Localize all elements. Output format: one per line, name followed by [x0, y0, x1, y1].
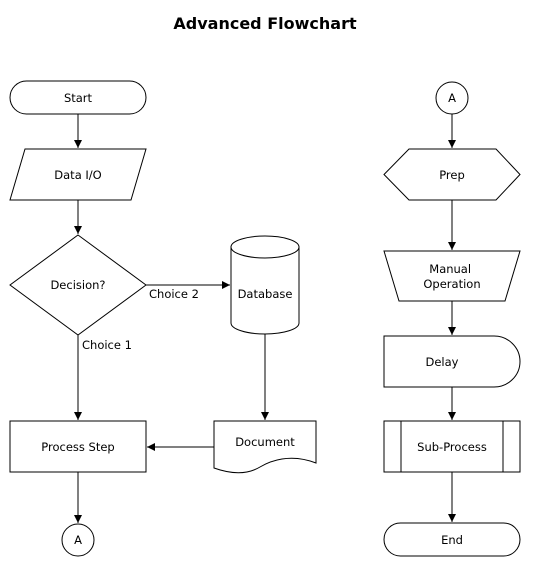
process-step-label: Process Step	[41, 440, 114, 454]
connector-a-bottom[interactable]: A	[61, 523, 95, 557]
prep-node[interactable]: Prep	[383, 148, 521, 201]
database-label: Database	[238, 287, 293, 301]
sub-process-label: Sub-Process	[417, 440, 487, 454]
sub-process-node[interactable]: Sub-Process	[383, 420, 521, 473]
data-io-label: Data I/O	[54, 168, 101, 182]
database-node[interactable]: Database	[230, 235, 300, 335]
connector-a-top[interactable]: A	[435, 81, 469, 115]
prep-label: Prep	[439, 168, 465, 182]
manual-operation-line-1: Manual	[429, 262, 471, 276]
end-node[interactable]: End	[383, 522, 521, 557]
process-step-node[interactable]: Process Step	[9, 420, 147, 473]
connector-a-top-label: A	[448, 91, 456, 105]
edge-label-choice-2: Choice 2	[149, 287, 199, 301]
decision-node[interactable]: Decision?	[9, 234, 147, 336]
flowchart-title: Advanced Flowchart	[173, 14, 357, 33]
document-node[interactable]: Document	[213, 420, 317, 474]
data-io-node[interactable]: Data I/O	[9, 148, 147, 201]
manual-operation-line-2: Operation	[423, 277, 480, 291]
manual-operation-node[interactable]: Manual Operation	[383, 250, 521, 302]
end-label: End	[441, 533, 463, 547]
start-label: Start	[64, 91, 93, 105]
start-node[interactable]: Start	[9, 80, 147, 115]
document-label: Document	[235, 435, 295, 449]
manual-operation-label: Manual Operation	[423, 262, 480, 291]
connector-a-bottom-label: A	[74, 533, 82, 547]
delay-label: Delay	[426, 355, 459, 369]
decision-label: Decision?	[50, 278, 105, 292]
delay-node[interactable]: Delay	[383, 335, 521, 388]
edge-label-choice-1: Choice 1	[82, 338, 132, 352]
